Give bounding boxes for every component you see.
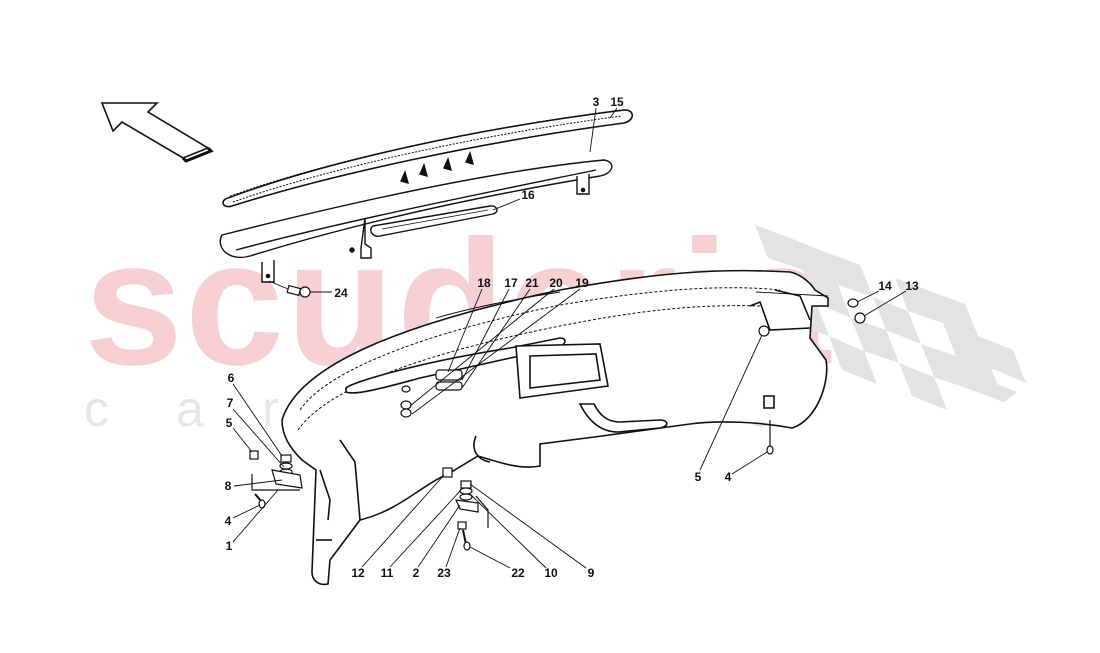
callout-4-left[interactable]: 4 [224, 514, 232, 528]
callout-11[interactable]: 11 [380, 566, 394, 580]
trim-frame [219, 150, 613, 283]
leader-lines [232, 107, 907, 569]
callout-5-left[interactable]: 5 [225, 416, 233, 430]
callout-1[interactable]: 1 [225, 539, 233, 553]
left-bracket-assembly [249, 450, 303, 509]
callout-23[interactable]: 23 [437, 566, 451, 580]
center-bracket-assembly [442, 467, 489, 551]
dashboard-body [281, 269, 829, 586]
callout-14[interactable]: 14 [878, 279, 892, 293]
callout-7[interactable]: 7 [226, 396, 234, 410]
callout-19[interactable]: 19 [575, 276, 589, 290]
callout-9[interactable]: 9 [587, 566, 595, 580]
watermark-letter: a [176, 381, 204, 437]
callout-3[interactable]: 3 [592, 95, 600, 109]
callout-8[interactable]: 8 [224, 479, 232, 493]
callout-2[interactable]: 2 [412, 566, 420, 580]
watermark-letter: r [262, 381, 279, 437]
callout-24[interactable]: 24 [334, 286, 348, 300]
watermark-letter: c [84, 381, 109, 437]
callout-13[interactable]: 13 [905, 279, 919, 293]
callout-15[interactable]: 15 [610, 95, 624, 109]
callout-18[interactable]: 18 [477, 276, 491, 290]
callout-21[interactable]: 21 [525, 276, 539, 290]
callout-10[interactable]: 10 [544, 566, 558, 580]
callout-17[interactable]: 17 [504, 276, 518, 290]
bolt-part-24 [286, 284, 311, 298]
right-fasteners [758, 298, 866, 455]
callout-20[interactable]: 20 [549, 276, 563, 290]
callout-22[interactable]: 22 [511, 566, 525, 580]
callout-5-right[interactable]: 5 [694, 470, 702, 484]
callout-16[interactable]: 16 [521, 188, 535, 202]
callout-6[interactable]: 6 [227, 371, 235, 385]
upper-seal-rail [222, 109, 634, 208]
forward-direction-arrow-icon [100, 102, 214, 163]
callout-4-right[interactable]: 4 [724, 470, 732, 484]
vent-grille-part-16 [370, 205, 498, 237]
callout-12[interactable]: 12 [351, 566, 365, 580]
